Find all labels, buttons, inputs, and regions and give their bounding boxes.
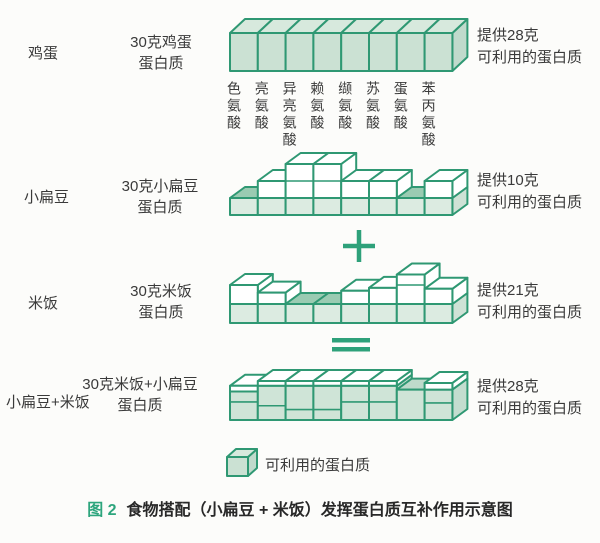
protein-amount-egg: 30克鸡蛋 蛋白质 xyxy=(105,32,217,74)
result-line2: 可利用的蛋白质 xyxy=(477,193,583,211)
amino-acid-label: 缬氨酸 xyxy=(337,81,354,132)
protein-amount-line2: 蛋白质 xyxy=(137,199,183,216)
lentil-protein-blocks xyxy=(229,152,469,216)
amino-acid-label: 苏氨酸 xyxy=(365,81,381,132)
protein-amount-line1: 30克小扁豆 xyxy=(121,178,199,195)
combo-protein-blocks xyxy=(229,369,469,421)
result-egg: 提供28克 可利用的蛋白质 xyxy=(477,25,582,68)
protein-amount-rice: 30克米饭 蛋白质 xyxy=(105,281,217,323)
food-label-lentil: 小扁豆 xyxy=(24,189,70,206)
equals-icon xyxy=(332,338,370,352)
protein-amount-line2: 蛋白质 xyxy=(138,55,184,72)
result-line2: 可利用的蛋白质 xyxy=(477,303,583,321)
food-label-rice: 米饭 xyxy=(28,295,59,312)
result-combo: 提供28克 可利用的蛋白质 xyxy=(477,376,582,419)
protein-amount-line1: 30克米饭+小扁豆 xyxy=(82,376,198,393)
figure-number: 图 2 xyxy=(87,502,117,519)
result-line1: 提供21克 xyxy=(477,282,539,299)
amino-acid-label: 异亮氨酸 xyxy=(281,81,298,149)
result-line2: 可利用的蛋白质 xyxy=(477,399,583,417)
protein-amount-line2: 蛋白质 xyxy=(138,304,184,321)
amino-acid-label: 蛋氨酸 xyxy=(392,81,409,132)
result-lentil: 提供10克 可利用的蛋白质 xyxy=(477,170,582,213)
protein-amount-line1: 30克米饭 xyxy=(130,283,192,300)
result-line1: 提供28克 xyxy=(477,378,539,395)
amino-acid-label: 亮氨酸 xyxy=(253,81,270,132)
food-label-egg: 鸡蛋 xyxy=(28,45,59,62)
legend-label: 可利用的蛋白质 xyxy=(265,457,371,474)
legend-cube-icon xyxy=(226,448,258,477)
amino-acid-label: 苯丙氨酸 xyxy=(420,81,437,149)
result-line1: 提供10克 xyxy=(477,172,539,189)
caption-text: 食物搭配（小扁豆 + 米饭）发挥蛋白质互补作用示意图 xyxy=(126,502,513,519)
food-label-combo: 小扁豆+米饭 xyxy=(6,394,90,411)
rice-protein-blocks xyxy=(229,262,469,324)
result-line2: 可利用的蛋白质 xyxy=(477,48,583,66)
amino-acid-label: 赖氨酸 xyxy=(309,81,326,132)
plus-icon xyxy=(343,230,375,262)
amino-acid-labels: 色氨酸亮氨酸异亮氨酸赖氨酸缬氨酸苏氨酸蛋氨酸苯丙氨酸 xyxy=(224,81,476,163)
result-line1: 提供28克 xyxy=(477,27,539,44)
figure-caption: 图 2 食物搭配（小扁豆 + 米饭）发挥蛋白质互补作用示意图 xyxy=(0,496,600,520)
result-rice: 提供21克 可利用的蛋白质 xyxy=(477,280,582,323)
protein-amount-combo: 30克米饭+小扁豆 蛋白质 xyxy=(74,374,206,416)
amino-acid-label: 色氨酸 xyxy=(226,81,242,132)
egg-protein-blocks xyxy=(229,18,469,72)
protein-amount-line2: 蛋白质 xyxy=(117,397,163,414)
protein-amount-line1: 30克鸡蛋 xyxy=(130,34,192,51)
protein-amount-lentil: 30克小扁豆 蛋白质 xyxy=(100,176,220,218)
